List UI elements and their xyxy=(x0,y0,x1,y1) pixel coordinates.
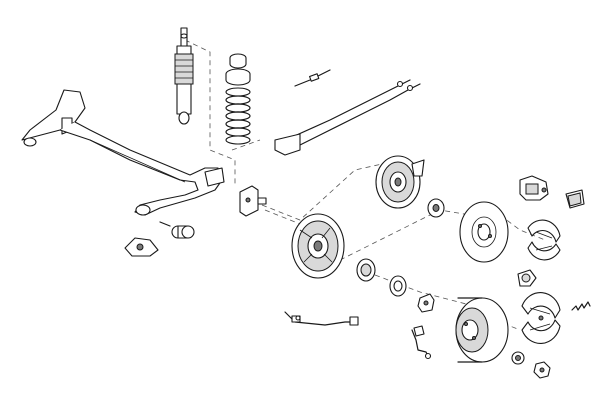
axle-bushing xyxy=(159,221,195,239)
wheel-bearing xyxy=(356,198,445,297)
brake-caliper xyxy=(519,175,549,201)
shock-absorber xyxy=(174,27,194,125)
backing-plate-front xyxy=(375,155,425,209)
wheel-cylinder xyxy=(517,269,537,287)
backing-plate-rear xyxy=(291,213,345,279)
hub-cap xyxy=(511,351,525,365)
rear-axle-beam xyxy=(21,89,225,216)
hub-nut xyxy=(413,293,435,337)
coil-spring xyxy=(225,87,251,145)
brake-cable-right xyxy=(274,83,421,156)
brake-pads xyxy=(565,189,585,209)
brake-drum xyxy=(455,297,509,363)
brake-hose xyxy=(284,311,359,326)
spring-seat-top xyxy=(225,53,251,86)
axle-mount-bracket xyxy=(124,237,159,257)
brake-shoes-lower xyxy=(521,291,561,345)
brake-shoes-upper xyxy=(527,219,561,261)
abs-sensor xyxy=(411,329,432,360)
axle-nut xyxy=(533,361,551,379)
brake-disc xyxy=(459,201,509,263)
return-spring xyxy=(571,301,591,311)
stub-axle-bracket xyxy=(239,185,267,217)
